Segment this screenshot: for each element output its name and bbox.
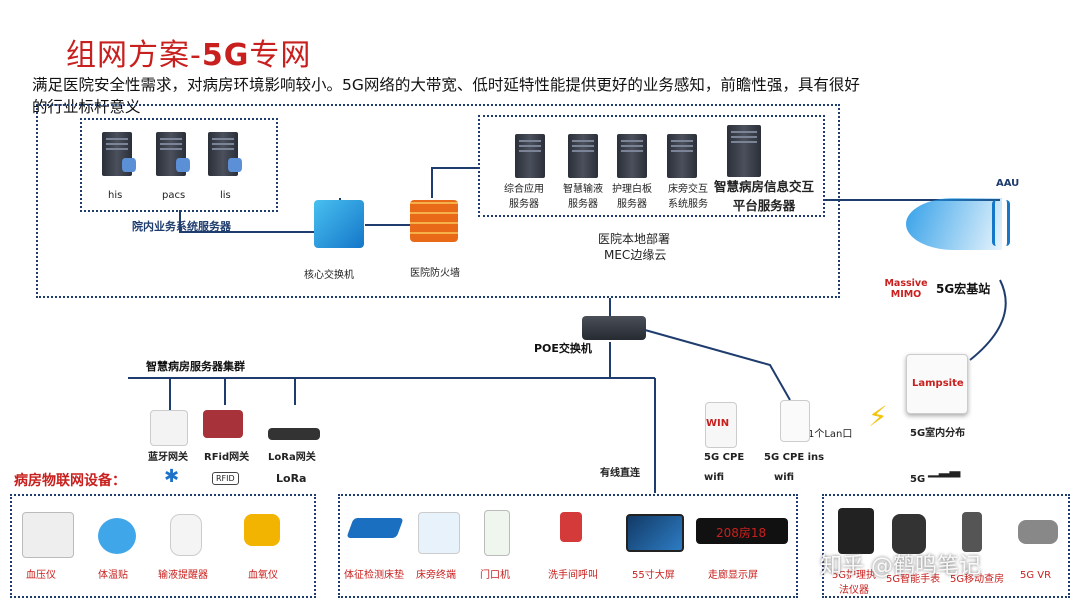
mec-server-icon: [617, 134, 647, 178]
vr-headset-icon: [1018, 520, 1058, 544]
wired-device-label: 床旁终端: [416, 570, 456, 581]
cluster-label: 智慧病房服务器集群: [146, 360, 245, 373]
hospital-network-frame: [36, 104, 840, 298]
corridor-display-icon: [696, 518, 788, 544]
bluetooth-gateway-icon: [150, 410, 188, 446]
core-switch-icon: [314, 200, 364, 248]
lampsite-device-icon: [906, 354, 968, 414]
mobile-device-label: 5G智能手表: [886, 574, 941, 585]
wired-device-label: 走廊显示屏: [708, 570, 758, 581]
mobile-device-label: 5G护理执法仪器: [831, 570, 877, 596]
signal-5g-label: 5G: [910, 474, 926, 485]
big-screen-icon: [626, 514, 684, 552]
mec-caption-line1: 医院本地部署: [598, 232, 671, 246]
gateway-label: 蓝牙网关: [148, 452, 188, 463]
thermometer-patch-icon: [98, 518, 136, 554]
mec-server-icon: [667, 134, 697, 178]
server-label: pacs: [162, 190, 186, 201]
iot-title: 病房物联网设备：: [14, 473, 126, 489]
wired-devices-frame: [338, 494, 798, 598]
poe-switch-icon: [582, 316, 646, 340]
iot-devices-frame: [10, 494, 316, 598]
bluetooth-icon: ✱: [164, 466, 180, 487]
mec-server-label: 床旁交互系统服务: [668, 184, 708, 210]
lampsite-label: Lampsite: [912, 378, 964, 389]
antenna-beam-icon: [906, 198, 1002, 250]
mec-server-label: 智慧输液服务器: [563, 184, 603, 210]
iot-device-label: 血压仪: [26, 570, 56, 581]
database-icon: [176, 158, 190, 172]
lampsite-caption: 5G室内分布: [910, 428, 966, 439]
door-unit-icon: [484, 510, 510, 556]
cpe-device-icon: [705, 402, 737, 448]
wired-device-label: 洗手间呼叫: [548, 570, 598, 581]
watermark: 知乎 @鹤鸣笔记: [820, 554, 981, 579]
aau-label: AAU: [996, 178, 1020, 189]
page-title: 组网方案-5G专网: [66, 38, 312, 73]
mobile-device-label: 5G移动查房: [950, 574, 1005, 585]
iot-device-label: 血氧仪: [248, 570, 278, 581]
lora-gateway-icon: [268, 428, 320, 440]
antenna-tower-icon: [992, 200, 1010, 246]
poe-switch-label: POE交换机: [534, 342, 592, 355]
corridor-display-text: 208房18: [716, 526, 767, 540]
server-label: lis: [220, 190, 231, 201]
cpe-label: 5G CPE: [704, 452, 745, 463]
intro-text: 满足医院安全性需求，对病房环境影响较小。5G网络的大带宽、低时延特性能提供更好的…: [32, 76, 860, 116]
wired-label: 有线直连: [600, 468, 640, 479]
infusion-reminder-icon: [170, 514, 202, 556]
mobile-device-label: 5G VR: [1020, 570, 1052, 581]
mobile-ward-icon: [962, 512, 982, 552]
macro-station-label: 5G宏基站: [936, 282, 991, 296]
mec-server-label: 护理白板服务器: [612, 184, 652, 210]
lan-label: 1个Lan口: [808, 429, 853, 440]
wifi-label: wifi: [774, 472, 795, 483]
cpe-badge: WIN: [706, 418, 730, 429]
database-icon: [228, 158, 242, 172]
hospital-servers-caption: 院内业务系统服务器: [132, 220, 231, 233]
hospital-servers-frame: [80, 118, 278, 212]
gateway-label: LoRa网关: [268, 452, 316, 463]
lora-badge: LoRa: [276, 472, 307, 485]
massive-mimo-label: Massive MIMO: [884, 278, 928, 300]
blood-pressure-icon: [22, 512, 74, 558]
wired-device-label: 55寸大屏: [632, 570, 675, 581]
firewall-icon: [410, 200, 458, 242]
core-switch-label: 核心交换机: [304, 270, 354, 281]
database-icon: [122, 158, 136, 172]
smartwatch-icon: [892, 514, 926, 554]
server-label: his: [108, 190, 123, 201]
gateway-label: RFid网关: [204, 452, 250, 463]
wifi-label: wifi: [704, 472, 725, 483]
cpe-label: 5G CPE ins: [764, 452, 825, 463]
mec-server-icon: [515, 134, 545, 178]
firewall-label: 医院防火墙: [410, 268, 460, 279]
mec-caption-line2: MEC边缘云: [604, 248, 667, 262]
iot-device-label: 体温贴: [98, 570, 128, 581]
mec-server-label: 综合应用服务器: [504, 184, 544, 210]
mec-frame: [478, 115, 825, 217]
law-recorder-icon: [838, 508, 874, 554]
mec-main-server-label: 智慧病房信息交互平台服务器: [714, 179, 815, 213]
oximeter-icon: [244, 514, 280, 546]
lightning-icon: ⚡: [868, 400, 888, 433]
rfid-badge: RFID: [212, 472, 239, 485]
wired-device-label: 体征检测床垫: [344, 570, 404, 581]
rfid-gateway-icon: [203, 410, 243, 438]
mec-server-icon: [568, 134, 598, 178]
mobile-devices-frame: [822, 494, 1070, 598]
bedside-terminal-icon: [418, 512, 460, 554]
iot-device-label: 输液提醒器: [158, 570, 208, 581]
bathroom-call-icon: [560, 512, 582, 542]
mattress-icon: [346, 518, 404, 538]
signal-bars-icon: ▁▂▃: [928, 462, 961, 478]
wired-device-label: 门口机: [480, 570, 510, 581]
mec-main-server-icon: [727, 125, 761, 177]
cpe-ins-device-icon: [780, 400, 810, 442]
